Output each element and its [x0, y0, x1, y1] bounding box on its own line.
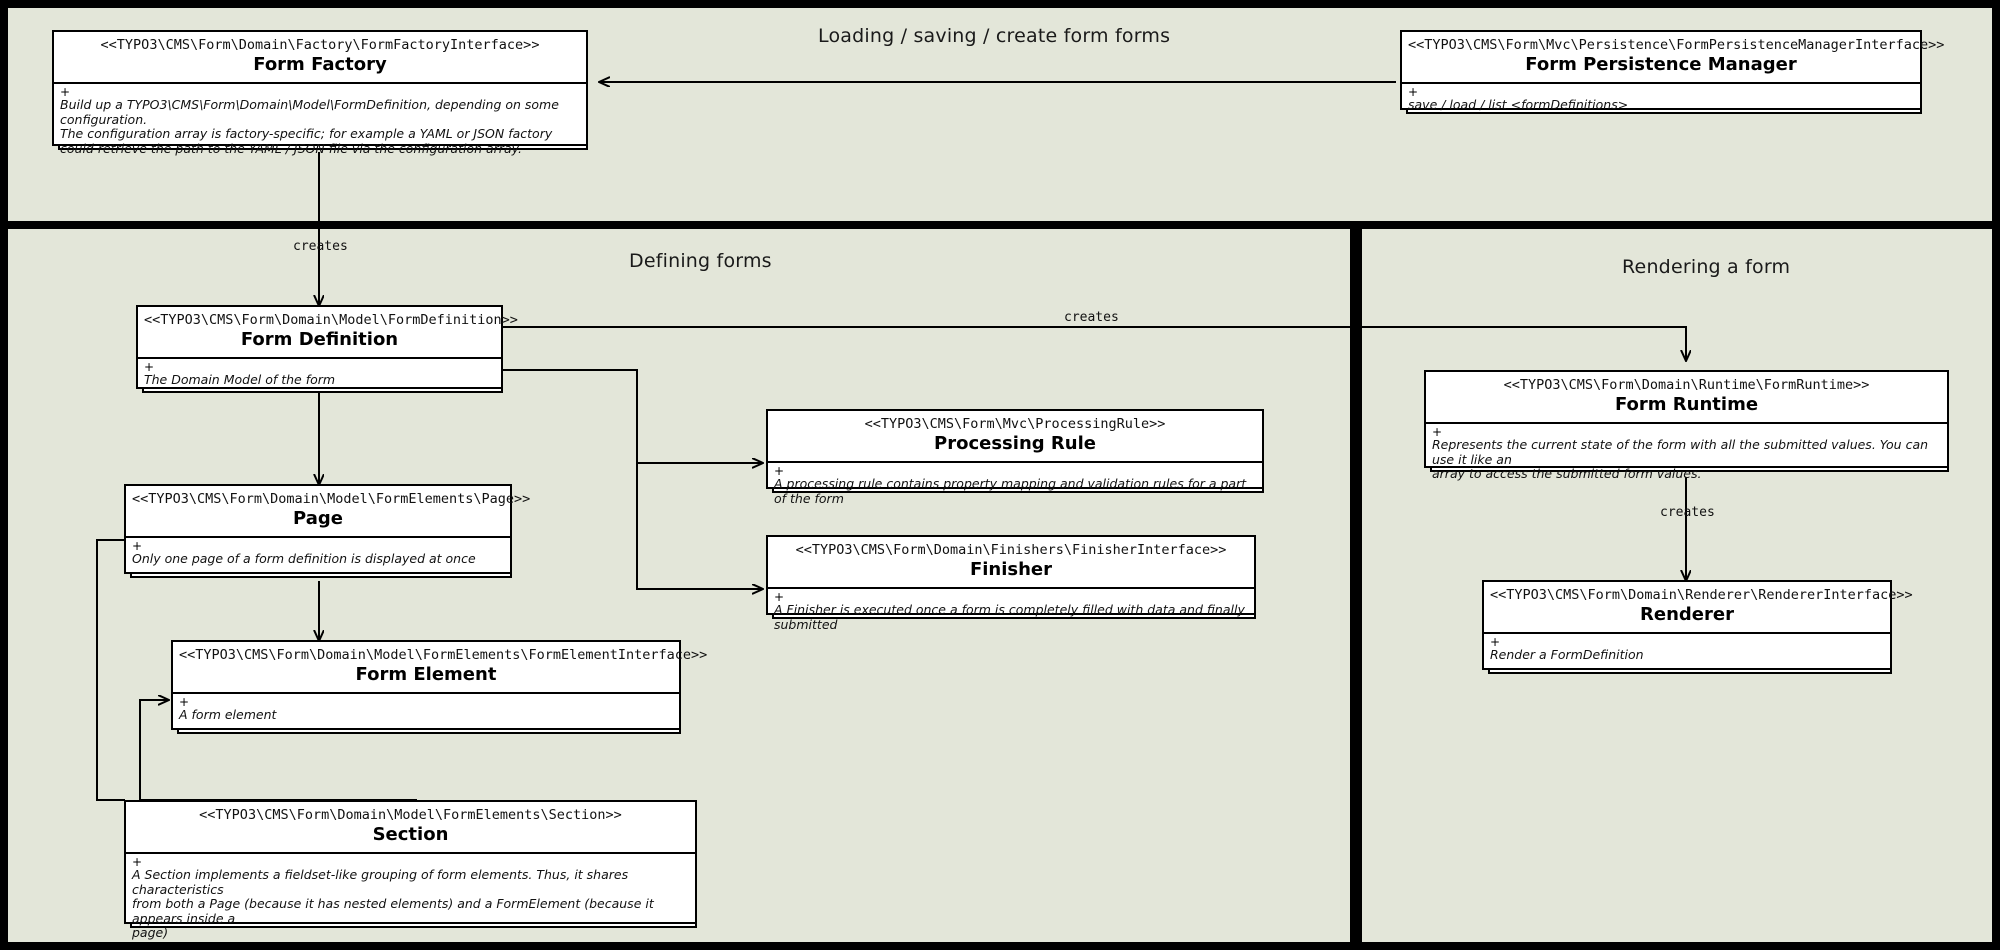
- class-title: Form Element: [355, 664, 497, 685]
- class-header: <<TYPO3\CMS\Form\Domain\Renderer\Rendere…: [1484, 582, 1913, 634]
- class-attributes: + A Finisher is executed once a form is …: [768, 589, 1254, 639]
- class-description: Represents the current state of the form…: [1432, 437, 1929, 481]
- class-namespace: <<TYPO3\CMS\Form\Mvc\ProcessingRule>>: [864, 416, 1166, 432]
- class-namespace: <<TYPO3\CMS\Form\Domain\Model\FormElemen…: [179, 647, 708, 663]
- class-attributes: + Render a FormDefinition: [1484, 634, 1890, 670]
- box-body: <<TYPO3\CMS\Form\Domain\Model\FormDefini…: [136, 305, 518, 389]
- class-box-finisher[interactable]: <<TYPO3\CMS\Form\Domain\Finishers\Finish…: [766, 535, 1256, 631]
- box-body: <<TYPO3\CMS\Form\Domain\Factory\FormFact…: [52, 30, 588, 155]
- box-body: <<TYPO3\CMS\Form\Domain\Runtime\FormRunt…: [1424, 370, 1949, 481]
- visibility-marker: +: [1432, 425, 1443, 439]
- class-box-renderer[interactable]: <<TYPO3\CMS\Form\Domain\Renderer\Rendere…: [1482, 580, 1913, 678]
- visibility-marker: +: [1408, 85, 1419, 99]
- class-namespace: <<TYPO3\CMS\Form\Domain\Model\FormDefini…: [144, 312, 518, 328]
- class-attributes: + save / load / list <formDefinitions>: [1402, 84, 1920, 120]
- visibility-marker: +: [179, 695, 190, 709]
- class-box-section[interactable]: <<TYPO3\CMS\Form\Domain\Model\FormElemen…: [124, 800, 697, 940]
- class-box-form-element[interactable]: <<TYPO3\CMS\Form\Domain\Model\FormElemen…: [171, 640, 708, 738]
- class-namespace: <<TYPO3\CMS\Form\Domain\Runtime\FormRunt…: [1503, 377, 1870, 393]
- class-namespace: <<TYPO3\CMS\Form\Mvc\Persistence\FormPer…: [1408, 37, 1945, 53]
- class-title: Renderer: [1640, 604, 1734, 625]
- class-header: <<TYPO3\CMS\Form\Mvc\Persistence\FormPer…: [1402, 32, 1945, 84]
- box-body: <<TYPO3\CMS\Form\Mvc\ProcessingRule>> Pr…: [766, 409, 1264, 505]
- class-description: save / load / list <formDefinitions>: [1408, 97, 1629, 112]
- class-header: <<TYPO3\CMS\Form\Domain\Finishers\Finish…: [768, 537, 1254, 589]
- class-header: <<TYPO3\CMS\Form\Domain\Model\FormDefini…: [138, 307, 518, 359]
- class-title: Page: [293, 508, 343, 529]
- visibility-marker: +: [774, 590, 785, 604]
- edge-label-runtime-creates-renderer: creates: [1660, 505, 1715, 520]
- class-box-form-persistence-manager[interactable]: <<TYPO3\CMS\Form\Mvc\Persistence\FormPer…: [1400, 30, 1945, 118]
- class-attributes: + The Domain Model of the form: [138, 359, 501, 395]
- box-body: <<TYPO3\CMS\Form\Domain\Model\FormElemen…: [124, 800, 697, 940]
- class-attributes: + Only one page of a form definition is …: [126, 538, 510, 574]
- edge-label-definition-creates-runtime: creates: [1064, 310, 1119, 325]
- class-header: <<TYPO3\CMS\Form\Domain\Factory\FormFact…: [54, 32, 586, 84]
- panel-title-loading-saving: Loading / saving / create form forms: [818, 25, 1171, 47]
- box-body: <<TYPO3\CMS\Form\Domain\Model\FormElemen…: [171, 640, 708, 730]
- class-header: <<TYPO3\CMS\Form\Mvc\ProcessingRule>> Pr…: [768, 411, 1262, 463]
- visibility-marker: +: [132, 539, 143, 553]
- class-description: A Section implements a fieldset-like gro…: [132, 867, 654, 940]
- class-title: Form Definition: [240, 329, 399, 350]
- box-body: <<TYPO3\CMS\Form\Domain\Model\FormElemen…: [124, 484, 531, 574]
- visibility-marker: +: [60, 85, 71, 99]
- class-description: Build up a TYPO3\CMS\Form\Domain\Model\F…: [60, 97, 559, 156]
- class-title: Form Factory: [253, 54, 387, 75]
- class-box-form-runtime[interactable]: <<TYPO3\CMS\Form\Domain\Runtime\FormRunt…: [1424, 370, 1949, 481]
- visibility-marker: +: [144, 360, 155, 374]
- class-description: Only one page of a form definition is di…: [132, 551, 476, 566]
- class-attributes: + Represents the current state of the fo…: [1426, 424, 1947, 489]
- panel-title-defining-forms: Defining forms: [629, 250, 772, 272]
- box-body: <<TYPO3\CMS\Form\Domain\Finishers\Finish…: [766, 535, 1256, 631]
- class-box-page[interactable]: <<TYPO3\CMS\Form\Domain\Model\FormElemen…: [124, 484, 531, 582]
- class-description: A Finisher is executed once a form is co…: [774, 602, 1245, 632]
- class-namespace: <<TYPO3\CMS\Form\Domain\Model\FormElemen…: [199, 807, 622, 823]
- edge-label-factory-creates-definition: creates: [293, 239, 348, 254]
- box-body: <<TYPO3\CMS\Form\Mvc\Persistence\FormPer…: [1400, 30, 1945, 112]
- class-title: Processing Rule: [934, 433, 1096, 454]
- class-title: Finisher: [969, 559, 1053, 580]
- class-title: Section: [372, 824, 449, 845]
- visibility-marker: +: [1490, 635, 1501, 649]
- class-description: Render a FormDefinition: [1490, 647, 1644, 662]
- class-namespace: <<TYPO3\CMS\Form\Domain\Factory\FormFact…: [100, 37, 540, 53]
- class-namespace: <<TYPO3\CMS\Form\Domain\Model\FormElemen…: [132, 491, 531, 507]
- visibility-marker: +: [132, 855, 143, 869]
- class-box-processing-rule[interactable]: <<TYPO3\CMS\Form\Mvc\ProcessingRule>> Pr…: [766, 409, 1264, 505]
- class-attributes: + A form element: [173, 694, 679, 730]
- class-description: A form element: [179, 707, 277, 722]
- class-namespace: <<TYPO3\CMS\Form\Domain\Renderer\Rendere…: [1490, 587, 1913, 603]
- class-box-form-factory[interactable]: <<TYPO3\CMS\Form\Domain\Factory\FormFact…: [52, 30, 588, 155]
- class-header: <<TYPO3\CMS\Form\Domain\Runtime\FormRunt…: [1426, 372, 1947, 424]
- class-description: A processing rule contains property mapp…: [774, 476, 1247, 506]
- class-attributes: + Build up a TYPO3\CMS\Form\Domain\Model…: [54, 84, 586, 163]
- panel-title-rendering-a-form: Rendering a form: [1622, 256, 1791, 278]
- class-title: Form Persistence Manager: [1525, 54, 1797, 75]
- box-body: <<TYPO3\CMS\Form\Domain\Renderer\Rendere…: [1482, 580, 1913, 670]
- class-description: The Domain Model of the form: [144, 372, 336, 387]
- class-header: <<TYPO3\CMS\Form\Domain\Model\FormElemen…: [126, 802, 695, 854]
- class-attributes: + A processing rule contains property ma…: [768, 463, 1262, 513]
- class-header: <<TYPO3\CMS\Form\Domain\Model\FormElemen…: [126, 486, 531, 538]
- class-title: Form Runtime: [1614, 394, 1759, 415]
- class-attributes: + A Section implements a fieldset-like g…: [126, 854, 695, 948]
- class-header: <<TYPO3\CMS\Form\Domain\Model\FormElemen…: [173, 642, 708, 694]
- class-box-form-definition[interactable]: <<TYPO3\CMS\Form\Domain\Model\FormDefini…: [136, 305, 518, 397]
- class-namespace: <<TYPO3\CMS\Form\Domain\Finishers\Finish…: [795, 542, 1227, 558]
- visibility-marker: +: [774, 464, 785, 478]
